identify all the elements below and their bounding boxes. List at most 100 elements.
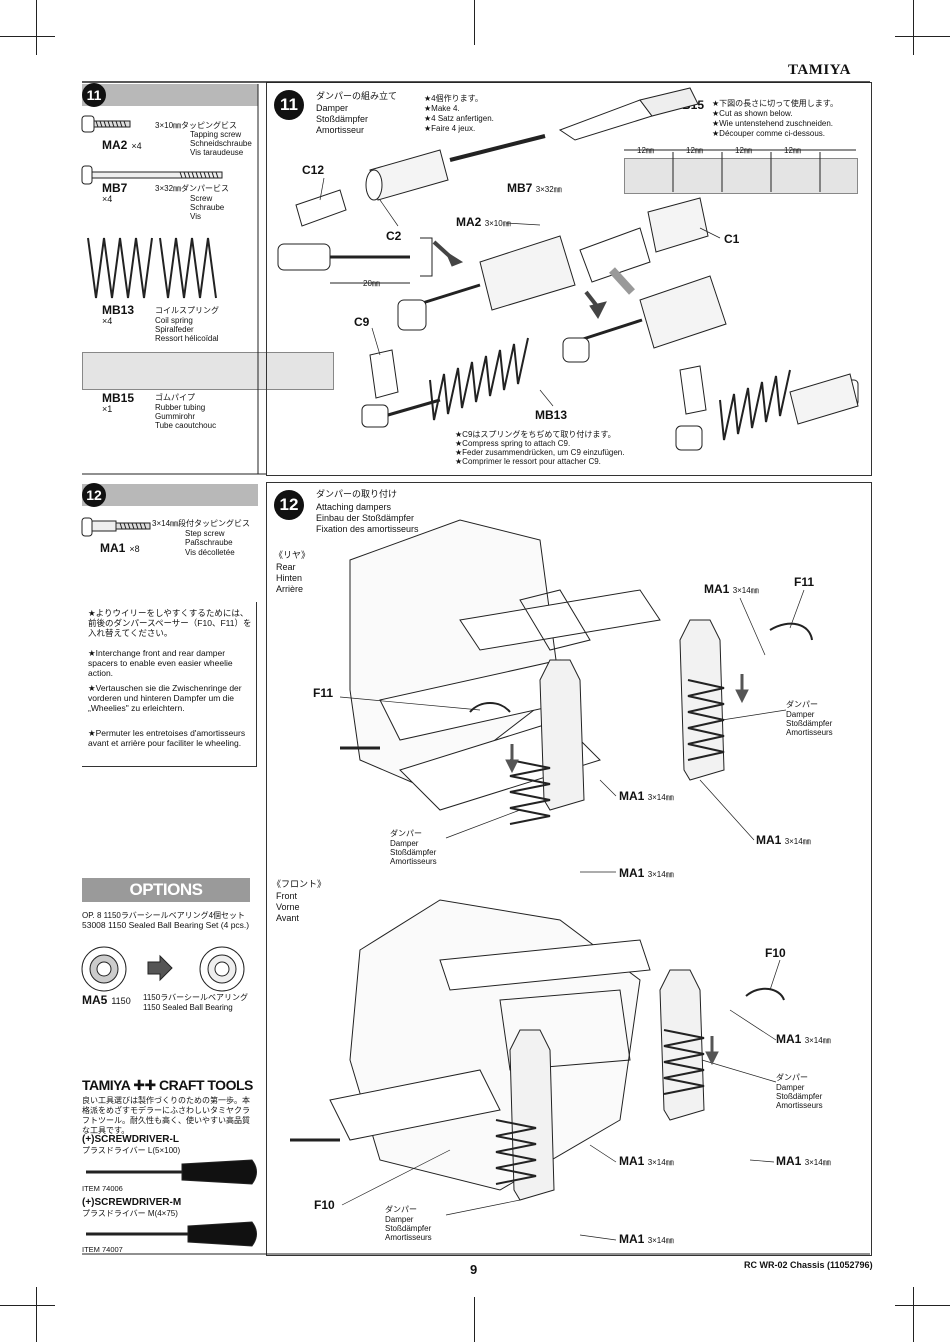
screwdriver-m-name: (+)SCREWDRIVER-M [82, 1197, 182, 1208]
front-damper-l-en: Damper [385, 1215, 414, 1224]
rear-f11-top-label: F11 [794, 575, 815, 589]
screwdriver-m-name-ja: プラスドライバー M(4×75) [82, 1209, 178, 1218]
rear-fr: Arrière [276, 584, 304, 594]
options-line-2: 53008 1150 Sealed Ball Bearing Set (4 pc… [82, 920, 250, 930]
rear-f11-left-label: F11 [313, 686, 334, 700]
c2-label: C2 [386, 229, 402, 243]
c1-label: C1 [724, 232, 740, 246]
front-f10-left-label: F10 [314, 1198, 335, 1212]
ma2-name-ja: 3×10㎜タッピングビス [155, 121, 238, 130]
step11-make-en: ★Make 4. [424, 104, 460, 113]
step12-title-fr: Fixation des amortisseurs [316, 524, 419, 534]
mb13-name-ja: コイルスプリング [155, 306, 219, 315]
step11-make-de: ★4 Satz anfertigen. [424, 114, 494, 123]
bearing-icons [81, 946, 245, 992]
cut-note-de: ★Wie untenstehend zuschneiden. [712, 119, 834, 128]
ma1-name-en: Step screw [185, 529, 225, 538]
screwdriver-m-item: ITEM 74007 [82, 1245, 123, 1254]
rear-damper-r-de: Stoßdämpfer [786, 719, 833, 728]
crop-mark [0, 36, 55, 37]
step11-title-fr: Amortisseur [316, 125, 365, 135]
mb7-diagram-label: MB7 3×32㎜ [507, 181, 562, 195]
rear-ma1-label-1: MA1 3×14㎜ [704, 582, 759, 596]
mb15-name-de: Gummirohr [155, 412, 196, 421]
step12-diagram-number: 12 [274, 490, 304, 520]
mb13-qty: ×4 [102, 316, 113, 326]
front-en: Front [276, 891, 298, 901]
screwdriver-l-item: ITEM 74006 [82, 1184, 123, 1193]
crop-mark [474, 1297, 475, 1342]
rear-damper-r-fr: Amortisseurs [786, 728, 833, 737]
bearing-name-ja: 1150ラバーシールベアリング [143, 993, 248, 1002]
front-damper-r-fr: Amortisseurs [776, 1101, 823, 1110]
leader-lines [319, 177, 721, 407]
front-ma1-label-2: MA1 3×14㎜ [619, 1154, 674, 1168]
arrow-right-icon [147, 954, 173, 982]
step12-title-ja: ダンパーの取り付け [316, 489, 398, 499]
ma1-name-de: Paßschraube [185, 538, 233, 547]
ma2-screw-icon [81, 115, 131, 133]
step12-title-de: Einbau der Stoßdämpfer [316, 513, 415, 523]
coil-spring-icon [87, 237, 217, 299]
spring-note-en: ★Compress spring to attach C9. [455, 439, 571, 448]
rear-damper-l-de: Stoßdämpfer [390, 848, 437, 857]
spring-note-fr: ★Comprimer le ressort pour attacher C9. [455, 457, 601, 466]
mb15-name-fr: Tube caoutchouc [155, 421, 217, 430]
footer-model: RC WR-02 Chassis (11052796) [744, 1260, 873, 1270]
front-damper-l-ja: ダンパー [385, 1205, 417, 1214]
step11-title-ja: ダンパーの組み立て [316, 91, 398, 101]
wheelie-note-ja: ★よりウイリーをしやすくするためには、前後のダンパースペーサー（F10、F11）… [88, 608, 252, 638]
mb7-name-de: Schraube [190, 203, 225, 212]
ma2-code: MA2×4 [102, 138, 142, 152]
crop-mark [895, 1305, 950, 1306]
page-number: 9 [470, 1262, 478, 1277]
step11-make-ja: ★4個作ります。 [424, 94, 483, 103]
step12-header-bar [82, 484, 258, 506]
rear-ma1-label-4: MA1 3×14㎜ [619, 866, 674, 880]
mb15-code: MB15 [102, 391, 135, 405]
step11-title-de: Stoßdämpfer [316, 114, 369, 124]
mb7-name-ja: 3×32㎜ダンパービス [155, 184, 230, 193]
ma1-code: MA1×8 [100, 541, 140, 555]
front-damper-r-de: Stoßdämpfer [776, 1092, 823, 1101]
front-ja: 《フロント》 [272, 879, 327, 889]
crop-mark [895, 36, 950, 37]
front-damper-r-ja: ダンパー [776, 1073, 808, 1082]
front-f10-top-label: F10 [765, 946, 786, 960]
mb15-cut-tube [624, 158, 858, 194]
crop-mark [913, 0, 914, 55]
ma2-name-en: Tapping screw [190, 130, 242, 139]
crop-mark [36, 0, 37, 55]
wheelie-note-box [82, 602, 257, 767]
front-ma1-label-4: MA1 3×14㎜ [619, 1232, 674, 1246]
front-de: Vorne [276, 902, 300, 912]
craft-tools-title: TAMIYA ✚✚ CRAFT TOOLS [82, 1077, 253, 1093]
step12-title-en: Attaching dampers [316, 502, 392, 512]
direction-arrows [432, 240, 635, 319]
mb13-name-en: Coil spring [155, 316, 193, 325]
mb13-diagram-label: MB13 [535, 408, 568, 422]
mb15-rubber-tube-image [82, 352, 334, 390]
rear-en: Rear [276, 562, 296, 572]
step12-diagram-box [266, 482, 872, 1256]
options-header: OPTIONS [82, 878, 250, 902]
step12-number: 12 [82, 483, 106, 507]
rear-damper-l-en: Damper [390, 839, 419, 848]
screwdriver-l-icon [86, 1159, 257, 1185]
ma1-name-ja: 3×14㎜段付タッピングビス [152, 519, 251, 528]
step11-header-bar [82, 84, 258, 106]
ma2-name-de: Schneidschraube [190, 139, 252, 148]
rear-damper-l-fr: Amortisseurs [390, 857, 437, 866]
wheelie-note-en: ★Interchange front and rear damper space… [88, 648, 233, 678]
front-ma1-label-3: MA1 3×14㎜ [776, 1154, 831, 1168]
bearing-name-en: 1150 Sealed Ball Bearing [143, 1003, 233, 1012]
c9-label: C9 [354, 315, 370, 329]
mb15-name-en: Rubber tubing [155, 403, 206, 412]
cut-note-fr: ★Découper comme ci-dessous. [712, 129, 825, 138]
mb15-qty: ×1 [102, 404, 113, 414]
mb7-qty: ×4 [102, 194, 113, 204]
brand-logo: TAMIYA [788, 62, 852, 78]
ma1-name-fr: Vis décolletée [185, 548, 235, 557]
cut-note-en: ★Cut as shown below. [712, 109, 793, 118]
